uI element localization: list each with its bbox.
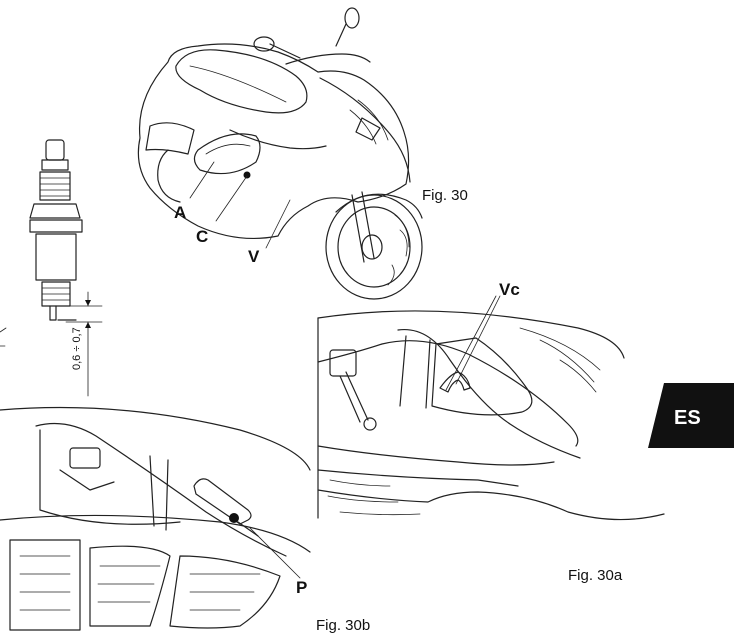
label-p: P — [296, 578, 307, 597]
label-c: C — [196, 227, 208, 246]
label-v: V — [248, 247, 260, 266]
language-tab: ES — [648, 383, 734, 448]
fig30b-illustration — [0, 406, 311, 631]
spark-plug-illustration: 0,6 ÷ 0,7 — [0, 139, 103, 397]
caption-fig30a: Fig. 30a — [568, 567, 623, 584]
language-code: ES — [674, 407, 701, 429]
label-vc: Vc — [499, 280, 520, 299]
caption-fig30b: Fig. 30b — [316, 617, 370, 634]
label-a: A — [174, 203, 186, 222]
spark-plug-gap-label: 0,6 ÷ 0,7 — [71, 327, 83, 370]
caption-fig30: Fig. 30 — [422, 187, 468, 204]
scooter-illustration — [137, 7, 423, 300]
fig30a-illustration — [317, 295, 665, 521]
